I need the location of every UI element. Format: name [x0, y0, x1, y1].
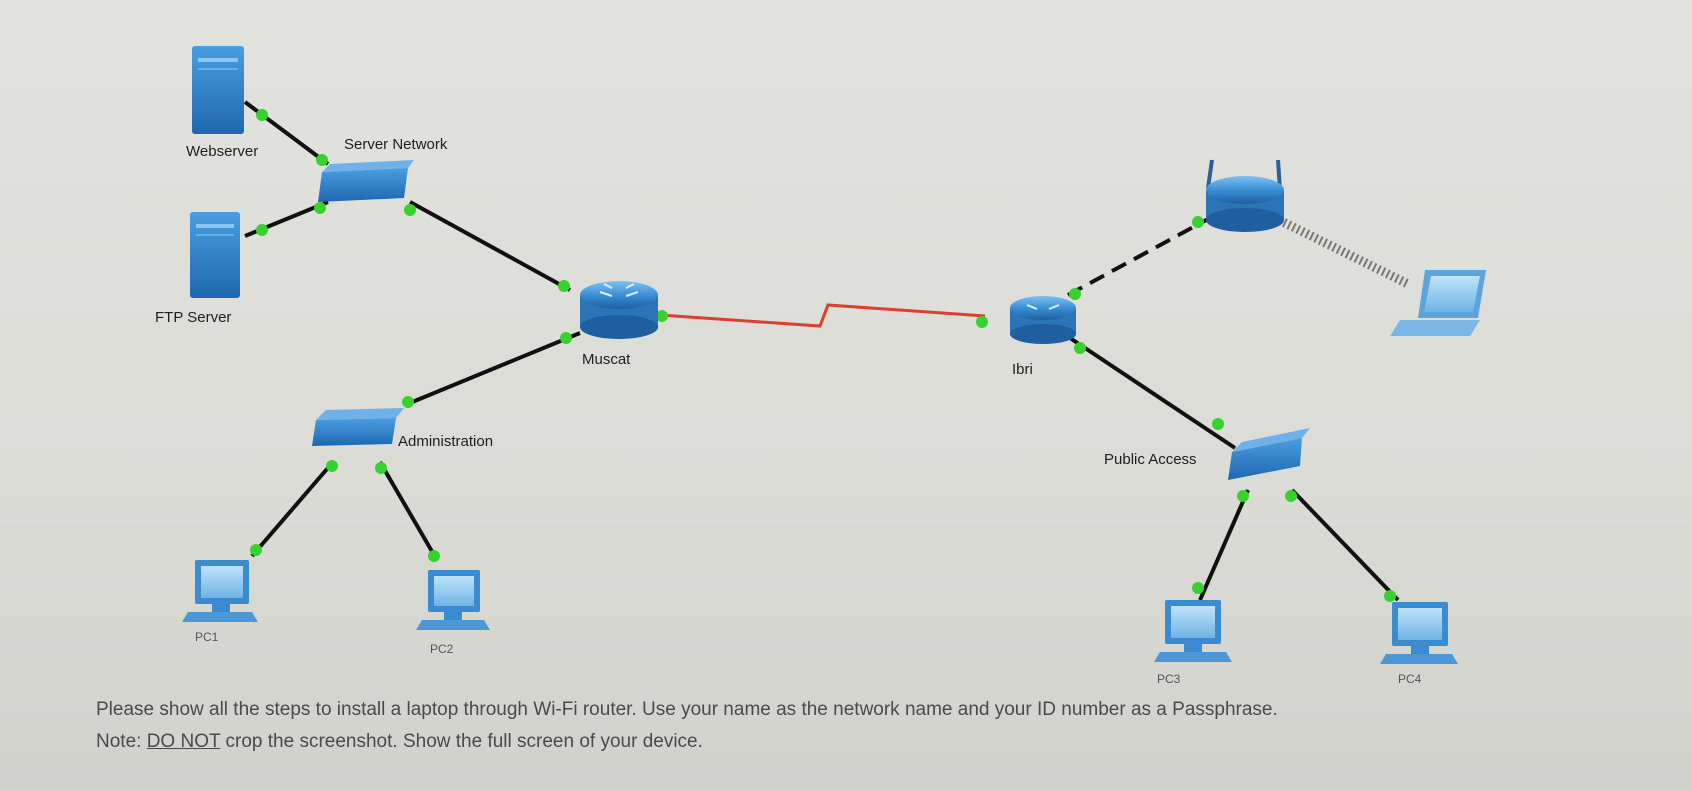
link-servernet-muscat [409, 200, 571, 292]
instruction-line: Please show all the steps to install a l… [96, 699, 1278, 720]
link-public-pc3 [1198, 489, 1250, 601]
pc2-icon[interactable] [416, 570, 490, 630]
administration-label: Administration [398, 433, 493, 450]
server-network-label: Server Network [344, 136, 448, 153]
server-network-switch-icon[interactable] [318, 160, 414, 202]
network-topology: Webserver Server Network FTP Server Musc… [155, 46, 1486, 686]
link-light [1192, 216, 1204, 228]
link-light [428, 550, 440, 562]
muscat-router-icon[interactable] [580, 281, 658, 339]
link-admin-pc1 [250, 460, 335, 558]
pc3-icon[interactable] [1154, 600, 1232, 662]
link-light [250, 544, 262, 556]
pc4-icon[interactable] [1380, 602, 1458, 664]
webserver-icon[interactable] [192, 46, 244, 134]
pc1-label: PC1 [195, 630, 219, 644]
muscat-label: Muscat [582, 351, 631, 368]
link-light [256, 224, 268, 236]
ftp-server-icon[interactable] [190, 212, 240, 298]
link-light [656, 310, 668, 322]
link-light [1384, 590, 1396, 602]
ftp-server-label: FTP Server [155, 309, 231, 326]
link-light [1069, 288, 1081, 300]
wireless-router-icon[interactable] [1206, 159, 1284, 232]
link-light [326, 460, 338, 472]
webserver-label: Webserver [186, 143, 258, 160]
link-light [1237, 490, 1249, 502]
wireless-link [1272, 213, 1411, 289]
pc4-label: PC4 [1398, 672, 1422, 686]
link-admin-muscat [404, 331, 581, 407]
link-light [976, 316, 988, 328]
link-light [1285, 490, 1297, 502]
administration-switch-icon[interactable] [312, 408, 404, 446]
note-rest: crop the screenshot. Show the full scree… [220, 731, 703, 752]
link-admin-pc2 [378, 460, 439, 562]
laptop-icon[interactable] [1390, 270, 1486, 336]
pc3-label: PC3 [1157, 672, 1181, 686]
ibri-label: Ibri [1012, 361, 1033, 378]
link-light [402, 396, 414, 408]
pc1-icon[interactable] [182, 560, 258, 622]
link-status-lights [250, 109, 1396, 602]
link-light [1074, 342, 1086, 354]
note-prefix: Note: [96, 731, 147, 752]
link-light [375, 462, 387, 474]
link-ibri-wifi-router [1067, 216, 1211, 297]
public-access-switch-icon[interactable] [1228, 428, 1310, 480]
pc2-label: PC2 [430, 642, 454, 656]
links [243, 100, 1411, 602]
instruction-text: Please show all the steps to install a l… [96, 699, 1278, 721]
link-light [558, 280, 570, 292]
link-light [314, 202, 326, 214]
ibri-router-icon[interactable] [1010, 296, 1076, 344]
serial-link-muscat-ibri [659, 303, 986, 328]
link-light [404, 204, 416, 216]
link-public-pc4 [1290, 488, 1400, 602]
link-light [560, 332, 572, 344]
link-light [316, 154, 328, 166]
link-light [1212, 418, 1224, 430]
public-access-label: Public Access [1104, 451, 1197, 468]
link-light [256, 109, 268, 121]
note-emphasis: DO NOT [146, 731, 221, 752]
note-text: Note: DO NOT crop the screenshot. Show t… [96, 731, 703, 753]
link-ibri-public [1068, 336, 1237, 450]
link-light [1192, 582, 1204, 594]
